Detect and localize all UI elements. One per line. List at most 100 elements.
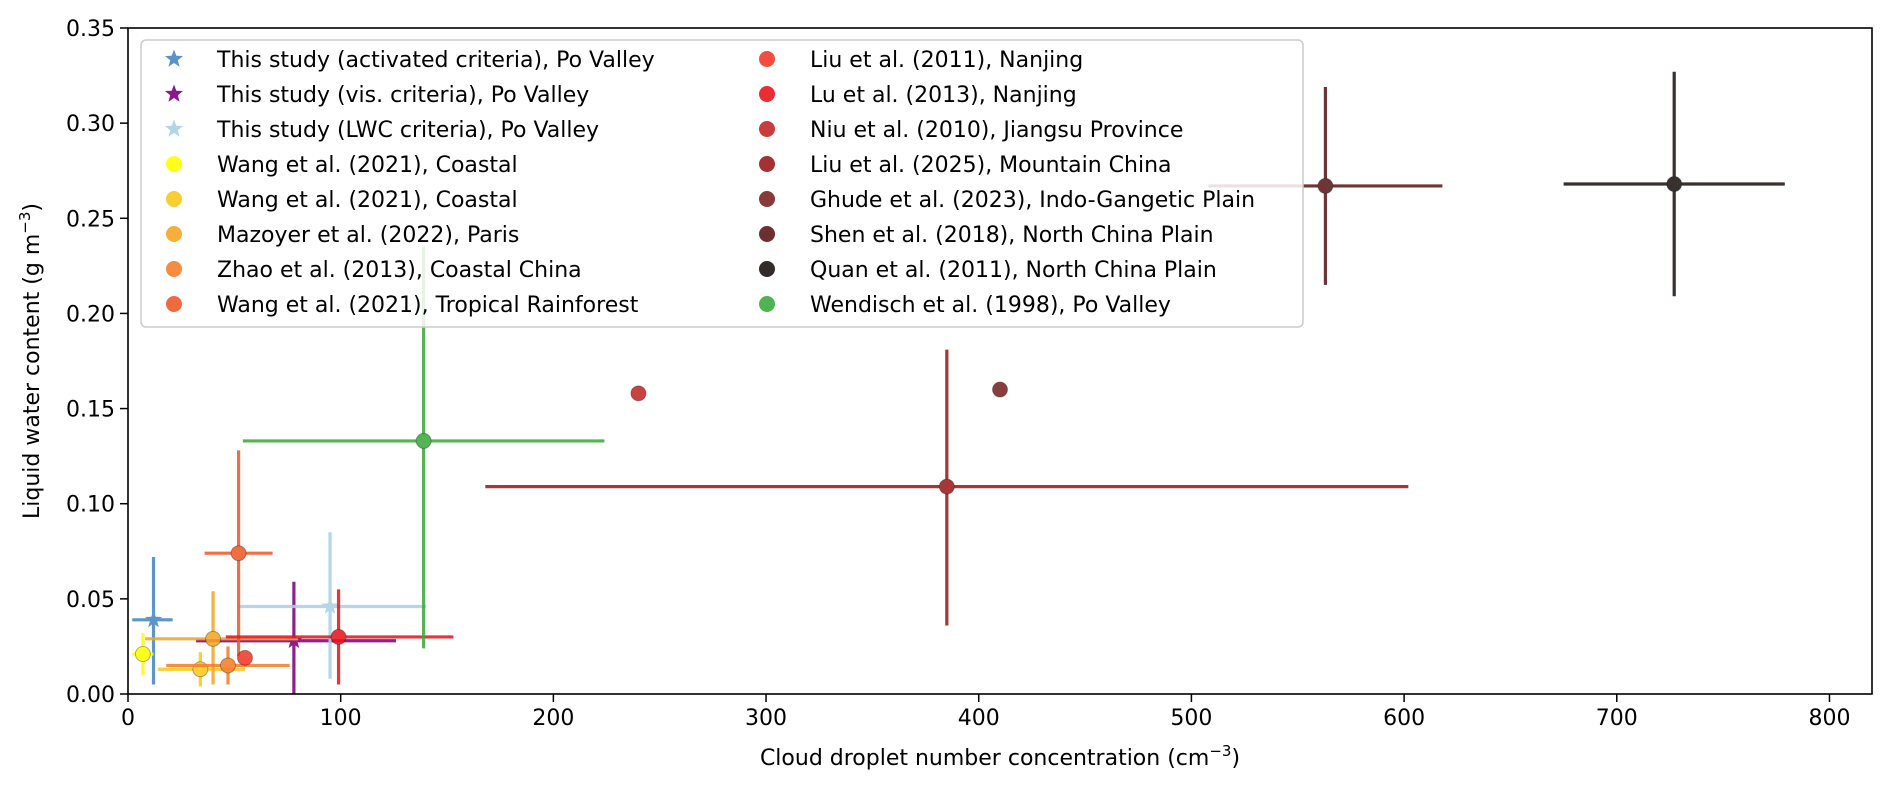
legend-circle-marker [759, 226, 775, 242]
legend-label: Quan et al. (2011), North China Plain [810, 258, 1217, 283]
x-tick-label: 100 [320, 706, 362, 731]
y-axis-ticks: 0.00 0.05 0.10 0.15 0.20 0.25 0.30 0.35 [66, 17, 128, 708]
legend-label: This study (activated criteria), Po Vall… [216, 48, 655, 73]
series-mazoyer-et-al-2022-paris [145, 591, 299, 685]
legend-label: Niu et al. (2010), Jiangsu Province [810, 118, 1183, 143]
legend-circle-marker [166, 261, 182, 277]
legend-item-shen-et-al-2018-north-china-plain: Shen et al. (2018), North China Plain [759, 223, 1214, 248]
legend-item-wang-et-al-2021-coastal: Wang et al. (2021), Coastal [166, 153, 518, 178]
legend-circle-marker [759, 86, 775, 102]
legend-item-wendisch-et-al-1998-po-valley: Wendisch et al. (1998), Po Valley [759, 293, 1171, 318]
legend-label: Lu et al. (2013), Nanjing [810, 83, 1077, 108]
series-ghude-et-al-2023-indo-gangetic-plain [992, 381, 1008, 398]
circle-marker [1666, 176, 1683, 193]
x-tick-label: 200 [532, 706, 574, 731]
series-quan-et-al-2011-north-china-plain [1563, 71, 1785, 297]
circle-marker [938, 478, 955, 495]
legend-label: Liu et al. (2025), Mountain China [810, 153, 1172, 178]
legend-label: Ghude et al. (2023), Indo-Gangetic Plain [810, 188, 1255, 213]
legend-label: Wendisch et al. (1998), Po Valley [810, 293, 1171, 318]
series-liu-et-al-2011-nanjing [236, 649, 253, 666]
series-wang-et-al-2021-tropical-rainforest [204, 450, 273, 656]
legend-label: Wang et al. (2021), Tropical Rainforest [217, 293, 639, 318]
legend-item-wang-et-al-2021-tropical-rainforest: Wang et al. (2021), Tropical Rainforest [166, 293, 639, 318]
x-axis-label-sup: −3 [1209, 742, 1231, 760]
legend-star-marker [164, 49, 184, 67]
y-tick-label: 0.30 [66, 112, 115, 137]
circle-marker [330, 628, 347, 645]
x-tick-label: 700 [1596, 706, 1638, 731]
series-this-study-lwc-criteria-po-valley [238, 532, 426, 679]
legend-circle-marker [759, 296, 775, 312]
y-axis-label: Liquid water content (g m−3) [16, 203, 45, 519]
legend-star-marker [164, 119, 184, 137]
circle-marker [134, 646, 151, 663]
series-wang-et-al-2021-coastal [132, 633, 154, 675]
legend-item-quan-et-al-2011-north-china-plain: Quan et al. (2011), North China Plain [759, 258, 1217, 283]
legend-label: Wang et al. (2021), Coastal [217, 153, 518, 178]
legend-label: This study (LWC criteria), Po Valley [216, 118, 599, 143]
legend-star-marker [164, 84, 184, 102]
y-tick-label: 0.10 [66, 493, 115, 518]
x-tick-label: 300 [745, 706, 787, 731]
y-axis-label-sup: −3 [16, 212, 34, 234]
legend-label: Mazoyer et al. (2022), Paris [217, 223, 519, 248]
plot-marks [132, 71, 1785, 694]
legend-item-niu-et-al-2010-jiangsu-province: Niu et al. (2010), Jiangsu Province [759, 118, 1183, 143]
legend-circle-marker [166, 191, 182, 207]
circle-marker [205, 630, 222, 647]
circle-marker [992, 381, 1008, 398]
legend-item-liu-et-al-2025-mountain-china: Liu et al. (2025), Mountain China [759, 153, 1172, 178]
circle-marker [219, 657, 236, 674]
x-tick-label: 800 [1808, 706, 1850, 731]
legend-item-ghude-et-al-2023-indo-gangetic-plain: Ghude et al. (2023), Indo-Gangetic Plain [759, 188, 1255, 213]
legend-label: Liu et al. (2011), Nanjing [810, 48, 1083, 73]
series-this-study-activated-criteria-po-valley [132, 556, 173, 685]
x-tick-label: 400 [958, 706, 1000, 731]
legend-circle-marker [166, 226, 182, 242]
legend-label: Shen et al. (2018), North China Plain [810, 223, 1214, 248]
y-tick-label: 0.25 [66, 207, 115, 232]
plot-frame [127, 27, 1873, 695]
legend-circle-marker [166, 156, 182, 172]
legend-label: Zhao et al. (2013), Coastal China [217, 258, 582, 283]
series-niu-et-al-2010-jiangsu-province [630, 385, 647, 402]
legend-circle-marker [759, 261, 775, 277]
series-zhao-et-al-2013-coastal-china [166, 646, 290, 685]
y-tick-label: 0.15 [66, 398, 115, 423]
legend: This study (activated criteria), Po Vall… [140, 39, 1304, 328]
star-marker [321, 597, 339, 614]
y-tick-label: 0.35 [66, 17, 115, 42]
legend-label: This study (vis. criteria), Po Valley [216, 83, 589, 108]
legend-label: Wang et al. (2021), Coastal [217, 188, 518, 213]
legend-item-zhao-et-al-2013-coastal-china: Zhao et al. (2013), Coastal China [166, 258, 582, 283]
legend-circle-marker [759, 51, 775, 67]
legend-item-wang-et-al-2021-coastal: Wang et al. (2021), Coastal [166, 188, 518, 213]
legend-frame [140, 39, 1304, 328]
y-tick-label: 0.05 [66, 588, 115, 613]
circle-marker [1317, 177, 1334, 194]
x-tick-label: 500 [1170, 706, 1212, 731]
star-marker [144, 610, 163, 628]
legend-item-lu-et-al-2013-nanjing: Lu et al. (2013), Nanjing [759, 83, 1077, 108]
legend-circle-marker [759, 191, 775, 207]
legend-circle-marker [166, 296, 182, 312]
legend-circle-marker [759, 156, 775, 172]
legend-item-mazoyer-et-al-2022-paris: Mazoyer et al. (2022), Paris [166, 223, 519, 248]
circle-marker [236, 649, 253, 666]
y-tick-label: 0.00 [66, 683, 115, 708]
series-lu-et-al-2013-nanjing [225, 589, 454, 685]
series-liu-et-al-2025-mountain-china [485, 349, 1409, 626]
circle-marker [415, 432, 432, 449]
x-axis-label: Cloud droplet number concentration (cm−3… [760, 742, 1240, 771]
circle-marker [230, 545, 247, 562]
x-tick-label: 600 [1383, 706, 1425, 731]
y-tick-label: 0.20 [66, 302, 115, 327]
legend-item-this-study-activated-criteria-po-valley: This study (activated criteria), Po Vall… [164, 48, 655, 73]
legend-item-this-study-vis-criteria-po-valley: This study (vis. criteria), Po Valley [164, 83, 589, 108]
circle-marker [630, 385, 647, 402]
legend-item-this-study-lwc-criteria-po-valley: This study (LWC criteria), Po Valley [164, 118, 599, 143]
legend-circle-marker [759, 121, 775, 137]
